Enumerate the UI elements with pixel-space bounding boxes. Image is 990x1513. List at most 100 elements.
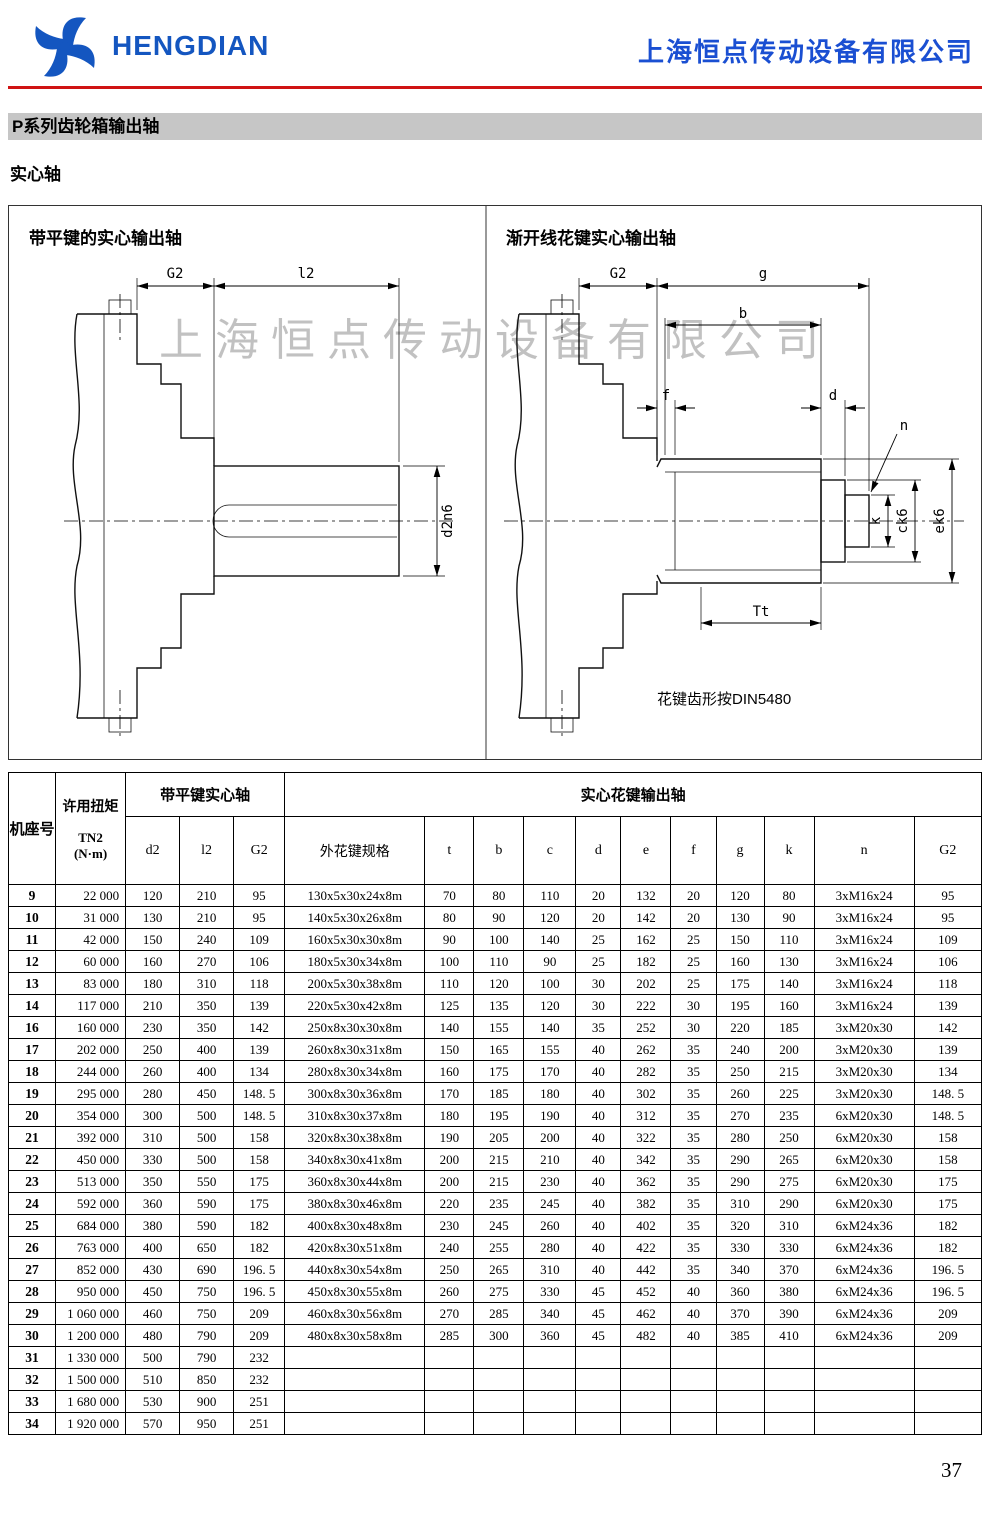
table-cell: 340x8x30x41x8m (284, 1148, 426, 1171)
table-cell: 260 (424, 1280, 475, 1303)
table-cell: 140x5x30x26x8m (284, 906, 426, 929)
table-cell: 360 (523, 1324, 577, 1347)
table-cell: 106 (913, 950, 983, 973)
table-cell: 250 (715, 1060, 765, 1083)
table-cell: 165 (473, 1038, 525, 1061)
dim-label-d: d (829, 388, 837, 404)
table-cell: 684 000 (55, 1214, 127, 1237)
table-cell: 142 (913, 1016, 983, 1039)
table-cell: 400x8x30x48x8m (284, 1214, 426, 1237)
table-cell: 25 (7, 1214, 57, 1237)
table-cell: 450 000 (55, 1148, 127, 1171)
table-cell: 452 (620, 1280, 672, 1303)
table-cell: 285 (473, 1302, 525, 1325)
table-cell (284, 1390, 426, 1413)
table-cell: 380 (125, 1214, 181, 1237)
table-cell: 322 (620, 1126, 672, 1149)
table-cell: 385 (715, 1324, 765, 1347)
table-cell: 134 (233, 1060, 286, 1083)
right-drawing-title: 渐开线花键实心输出轴 (506, 228, 676, 248)
table-cell: 320 (715, 1214, 765, 1237)
table-cell: 118 (233, 972, 286, 995)
table-cell: 95 (913, 906, 983, 929)
table-cell: 180 (125, 972, 181, 995)
table-cell (620, 1412, 672, 1435)
table-cell: 125 (424, 994, 475, 1017)
table-cell: 750 (179, 1280, 235, 1303)
table-cell: 200 (523, 1126, 577, 1149)
table-cell: 142 (233, 1016, 286, 1039)
table-cell: 340 (715, 1258, 765, 1281)
table-cell: 950 (179, 1412, 235, 1435)
table-cell (670, 1412, 717, 1435)
table-cell: 31 (7, 1346, 57, 1369)
table-cell: 33 (7, 1390, 57, 1413)
table-cell: 513 000 (55, 1170, 127, 1193)
table-cell: 139 (233, 994, 286, 1017)
table-cell: 40 (575, 1082, 622, 1105)
table-cell: 480 (125, 1324, 181, 1347)
table-cell: 40 (670, 1280, 717, 1303)
table-cell: 40 (575, 1104, 622, 1127)
table-cell: 185 (473, 1082, 525, 1105)
table-cell: 210 (125, 994, 181, 1017)
table-cell (620, 1368, 672, 1391)
table-cell (715, 1390, 765, 1413)
table-cell: 300 (473, 1324, 525, 1347)
table-cell: 18 (7, 1060, 57, 1083)
table-cell: 310 (763, 1214, 815, 1237)
table-cell: 25 (575, 950, 622, 973)
table-cell: 1 920 000 (55, 1412, 127, 1435)
table-cell: 690 (179, 1258, 235, 1281)
table-cell: 200 (424, 1148, 475, 1171)
table-cell: 280x8x30x34x8m (284, 1060, 426, 1083)
table-cell: 232 (233, 1368, 286, 1391)
table-cell: 17 (7, 1038, 57, 1061)
table-cell: 28 (7, 1280, 57, 1303)
table-cell: 240 (715, 1038, 765, 1061)
table-cell: 400 (179, 1038, 235, 1061)
table-cell: 130 (125, 906, 181, 929)
col-header: k (763, 816, 815, 885)
table-cell: 280 (523, 1236, 577, 1259)
table-cell: 16 (7, 1016, 57, 1039)
table-cell: 210 (179, 884, 235, 907)
table-cell: 20 (7, 1104, 57, 1127)
table-cell: 310 (179, 972, 235, 995)
table-cell: 260 (125, 1060, 181, 1083)
table-cell: 130 (715, 906, 765, 929)
subtitle: 实心轴 (10, 165, 61, 184)
table-cell (813, 1368, 915, 1391)
table-cell: 482 (620, 1324, 672, 1347)
table-cell: 380x8x30x46x8m (284, 1192, 426, 1215)
table-cell: 260 (523, 1214, 577, 1237)
table-cell (715, 1346, 765, 1369)
spline-standard-note: 花键齿形按DIN5480 (657, 691, 791, 708)
table-cell: 150 (125, 928, 181, 951)
dim-label-ck6: ck6 (895, 508, 911, 533)
table-cell: 950 000 (55, 1280, 127, 1303)
table-cell: 310 (523, 1258, 577, 1281)
table-cell (473, 1412, 525, 1435)
table-cell (763, 1390, 815, 1413)
table-cell: 158 (913, 1148, 983, 1171)
table-cell: 215 (763, 1060, 815, 1083)
technical-drawings: 带平键的实心输出轴 (29, 206, 964, 759)
table-cell: 35 (670, 1082, 717, 1105)
table-cell: 252 (620, 1016, 672, 1039)
table-cell: 390 (763, 1302, 815, 1325)
brand-name: HENGDIAN (112, 30, 270, 61)
table-cell: 95 (233, 906, 286, 929)
table-cell: 140 (424, 1016, 475, 1039)
table-cell: 110 (473, 950, 525, 973)
table-cell: 235 (763, 1104, 815, 1127)
table-cell: 160 (424, 1060, 475, 1083)
table-cell: 320x8x30x38x8m (284, 1126, 426, 1149)
table-cell: 3xM16x24 (813, 906, 915, 929)
table-cell: 550 (179, 1170, 235, 1193)
